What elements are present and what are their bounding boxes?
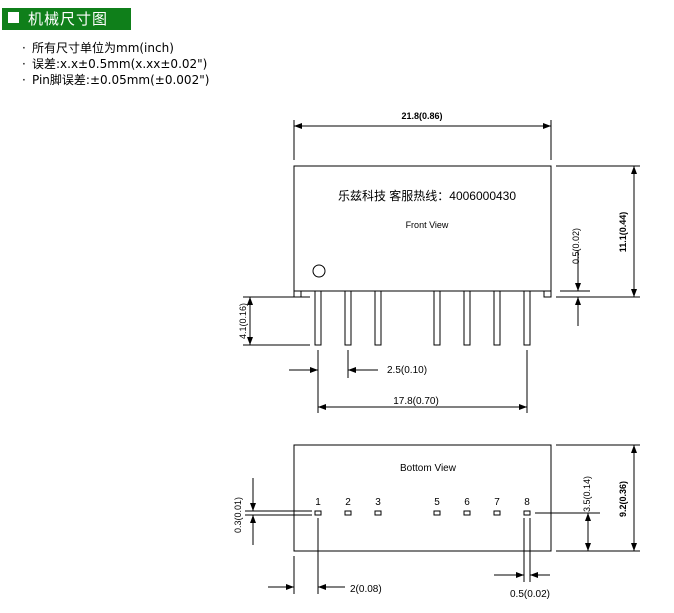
pin-number: 8 bbox=[524, 497, 530, 508]
standoff-left bbox=[293, 290, 302, 298]
pin-number: 2 bbox=[345, 497, 351, 508]
pin-number: 5 bbox=[434, 497, 440, 508]
pin1-marker-icon bbox=[312, 264, 326, 278]
standoff-right bbox=[543, 290, 552, 298]
dim-edge-label: 2(0.08) bbox=[350, 584, 382, 595]
bottom-pin-pad bbox=[493, 510, 501, 516]
front-pin bbox=[344, 290, 352, 346]
front-pin bbox=[374, 290, 382, 346]
front-pin bbox=[314, 290, 322, 346]
bottom-pin-pad bbox=[344, 510, 352, 516]
dim-span-label: 17.8(0.70) bbox=[393, 396, 439, 407]
front-pin bbox=[463, 290, 471, 346]
notes-list: · 所有尺寸单位为mm(inch) · 误差:x.x±0.5mm(x.xx±0.02… bbox=[22, 40, 209, 88]
dim-standoff-label: 0.5(0.02) bbox=[571, 228, 581, 264]
bottom-pin-pad bbox=[433, 510, 441, 516]
dim-pinrow-label: 0.3(0.01) bbox=[233, 497, 243, 533]
dim-height-label: 11.1(0.44) bbox=[618, 212, 628, 253]
bullet-icon: · bbox=[22, 73, 26, 87]
front-pin bbox=[493, 290, 501, 346]
dim-pinw-label: 0.5(0.02) bbox=[510, 589, 550, 600]
bottom-body bbox=[293, 444, 552, 552]
bottom-view-label: Bottom View bbox=[400, 463, 457, 474]
note-tolerance: 误差:x.x±0.5mm(x.xx±0.02") bbox=[32, 57, 208, 71]
brand-text: 乐兹科技 客服热线：4006000430 bbox=[338, 188, 516, 203]
section-header: 机械尺寸图 bbox=[2, 8, 131, 30]
section-title: 机械尺寸图 bbox=[28, 10, 109, 28]
dim-depth-label: 9.2(0.36) bbox=[618, 481, 628, 517]
dim-offset-label: 3.5(0.14) bbox=[582, 476, 592, 512]
bottom-pin-pad bbox=[374, 510, 382, 516]
bottom-pin-pad bbox=[314, 510, 322, 516]
note-units: 所有尺寸单位为mm(inch) bbox=[32, 41, 174, 55]
pin-number: 6 bbox=[464, 497, 470, 508]
dim-width-label: 21.8(0.86) bbox=[401, 111, 442, 121]
bottom-pin-pad bbox=[523, 510, 531, 516]
pin-number: 3 bbox=[375, 497, 381, 508]
dim-pinlen-label: 4.1(0.16) bbox=[238, 303, 248, 339]
pin-number: 7 bbox=[494, 497, 500, 508]
note-pin-tolerance: Pin脚误差:±0.05mm(±0.002") bbox=[32, 73, 210, 87]
dim-pitch-label: 2.5(0.10) bbox=[387, 365, 427, 376]
front-pin bbox=[523, 290, 531, 346]
note-item: · 误差:x.x±0.5mm(x.xx±0.02") bbox=[22, 56, 209, 72]
header-square-icon bbox=[8, 12, 19, 23]
note-item: · Pin脚误差:±0.05mm(±0.002") bbox=[22, 72, 209, 88]
note-item: · 所有尺寸单位为mm(inch) bbox=[22, 40, 209, 56]
pin-number: 1 bbox=[315, 497, 321, 508]
front-pin bbox=[433, 290, 441, 346]
bullet-icon: · bbox=[22, 41, 26, 55]
front-view-label: Front View bbox=[406, 220, 449, 230]
front-body bbox=[293, 165, 552, 292]
bullet-icon: · bbox=[22, 57, 26, 71]
bottom-pin-pad bbox=[463, 510, 471, 516]
